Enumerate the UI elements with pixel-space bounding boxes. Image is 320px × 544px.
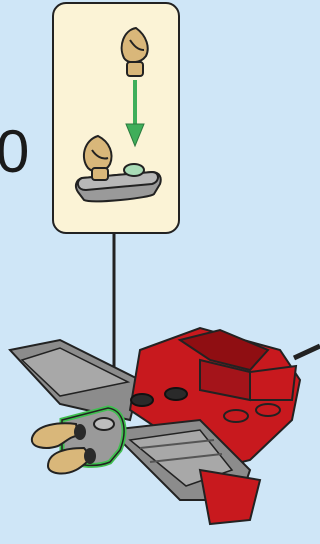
stud	[165, 388, 187, 400]
spaceship-model	[10, 328, 320, 524]
claw-part-top	[122, 28, 148, 76]
highlighted-claw-assembly	[32, 408, 124, 473]
antenna-bar	[294, 346, 320, 358]
stud	[256, 404, 280, 416]
stud	[224, 410, 248, 422]
claw-on-plate	[76, 136, 161, 201]
stud	[131, 394, 153, 406]
green-arrow-icon	[126, 80, 144, 146]
